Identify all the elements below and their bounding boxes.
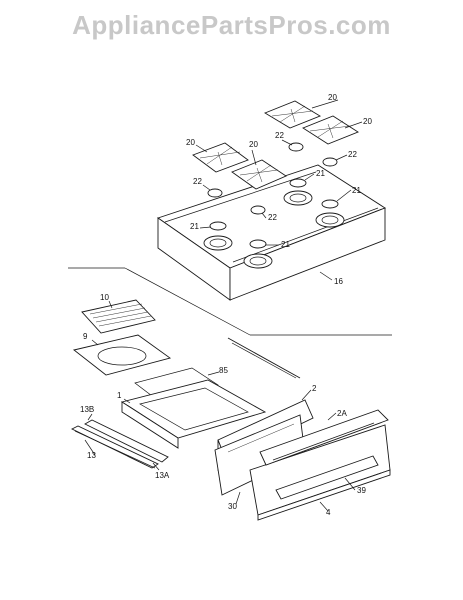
label-burner-cap: 22	[268, 213, 277, 222]
label-grate: 20	[186, 138, 195, 147]
burner-caps	[207, 142, 338, 215]
label-burner-head: 21	[316, 169, 325, 178]
label-broiler-grid: 10	[100, 293, 109, 302]
broiler-pan	[72, 334, 172, 376]
grates	[192, 100, 359, 190]
label-grate: 20	[363, 117, 372, 126]
label-burner-cap: 22	[275, 131, 284, 140]
label-grate: 20	[328, 93, 337, 102]
label-burner-head: 21	[352, 186, 361, 195]
drawer-front	[249, 409, 391, 521]
burner-heads	[209, 178, 339, 249]
separator-diagonal	[124, 267, 251, 336]
label-slide-assembly: 13B	[80, 405, 94, 414]
watermark: AppliancePartsPros.com	[72, 10, 391, 40]
broiler-grid	[81, 299, 156, 334]
label-cooktop: 16	[334, 277, 343, 286]
label-broiler-pan: 9	[83, 332, 88, 341]
label-drawer-frame: 85	[219, 366, 228, 375]
leader-lines	[84, 99, 363, 512]
label-burner-head: 21	[281, 240, 290, 249]
label-burner-cap: 22	[193, 177, 202, 186]
label-handle: 39	[357, 486, 366, 495]
label-drawer-side: 2	[312, 384, 317, 393]
label-grate: 20	[249, 140, 258, 149]
label-burner-cap: 22	[348, 150, 357, 159]
label-slide-rail: 13	[87, 451, 96, 460]
upper-slide-rail	[227, 337, 301, 379]
label-burner-head: 21	[190, 222, 199, 231]
drawer-body	[120, 379, 267, 449]
label-drawer-front: 4	[326, 508, 331, 517]
burner-bases	[203, 190, 345, 269]
label-drawer-panel: 2A	[337, 409, 347, 418]
label-slide-rail-inner: 13A	[155, 471, 170, 480]
slide-rails	[70, 419, 169, 469]
label-drawer-body: 1	[117, 391, 122, 400]
label-drawer-back: 30	[228, 502, 237, 511]
